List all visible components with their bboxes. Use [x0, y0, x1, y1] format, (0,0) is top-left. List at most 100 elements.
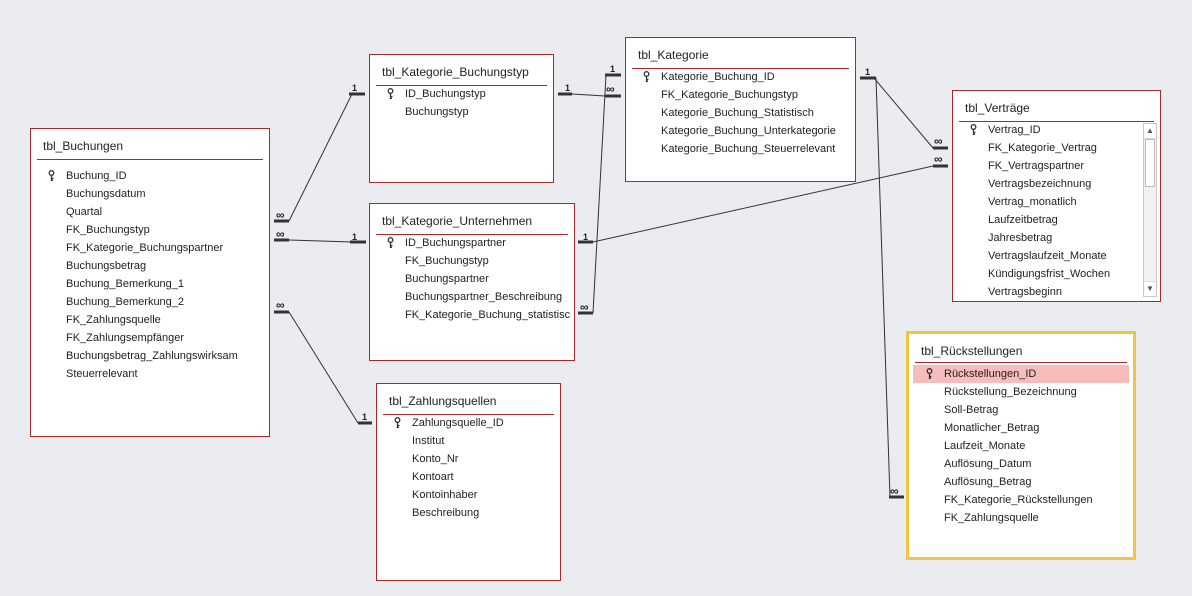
primary-key-icon [48, 170, 55, 181]
field-row[interactable]: FK_Kategorie_Buchungstyp [626, 86, 855, 104]
primary-key-field[interactable]: Kategorie_Buchung_ID [626, 68, 855, 86]
primary-key-field[interactable]: Zahlungsquelle_ID [377, 414, 560, 432]
scroll-up-arrow-icon[interactable]: ▲ [1144, 124, 1156, 139]
relation-line-buchungstyp[interactable] [288, 93, 353, 222]
table-title: tbl_Zahlungsquellen [389, 394, 497, 408]
scroll-down-arrow-icon[interactable]: ▼ [1144, 281, 1156, 296]
field-name: FK_Buchungstyp [405, 255, 489, 267]
rel-many-label: ∞ [606, 82, 615, 96]
field-row[interactable]: Vertragsbeginn [953, 283, 1140, 301]
field-row[interactable]: Jahresbetrag [953, 229, 1140, 247]
primary-key-icon [643, 71, 650, 82]
field-row[interactable]: Buchungspartner_Beschreibung [370, 288, 574, 306]
vertical-scrollbar[interactable]: ▲ ▼ [1143, 123, 1157, 297]
field-row[interactable]: FK_Zahlungsempfänger [31, 329, 269, 347]
relation-line-unternehmen-vertraege[interactable] [592, 165, 934, 243]
field-name: Rückstellungen_ID [944, 368, 1037, 380]
field-row[interactable]: Buchungsdatum [31, 185, 269, 203]
field-row[interactable]: FK_Kategorie_Vertrag [953, 139, 1140, 157]
field-row[interactable]: Konto_Nr [377, 450, 560, 468]
field-row[interactable]: Steuerrelevant [31, 365, 269, 383]
field-row[interactable]: Kündigungsfrist_Wochen [953, 265, 1140, 283]
field-name: FK_Zahlungsquelle [944, 512, 1039, 524]
rel-one-label: 1 [565, 83, 571, 93]
field-name: Vertrag_ID [988, 124, 1041, 136]
field-row[interactable]: Soll-Betrag [909, 401, 1133, 419]
field-row[interactable]: Buchungstyp [370, 103, 553, 121]
field-row[interactable]: FK_Vertragspartner [953, 157, 1140, 175]
field-name: Steuerrelevant [66, 368, 138, 380]
field-row[interactable]: Kategorie_Buchung_Unterkategorie [626, 122, 855, 140]
table-title: tbl_Rückstellungen [921, 344, 1023, 358]
field-name: ID_Buchungspartner [405, 237, 506, 249]
field-row[interactable]: Laufzeitbetrag [953, 211, 1140, 229]
field-row[interactable]: Kategorie_Buchung_Statistisch [626, 104, 855, 122]
field-row[interactable]: Institut [377, 432, 560, 450]
field-row[interactable]: FK_Zahlungsquelle [909, 509, 1133, 527]
field-name: Konto_Nr [412, 453, 459, 465]
field-name: Laufzeitbetrag [988, 214, 1058, 226]
field-row[interactable]: Vertragsbezeichnung [953, 175, 1140, 193]
table-divider [632, 68, 849, 69]
field-name: FK_Zahlungsquelle [66, 314, 161, 326]
scroll-thumb[interactable] [1145, 139, 1155, 187]
field-row[interactable]: FK_Buchungstyp [31, 221, 269, 239]
table-kategorie-unternehmen[interactable]: tbl_Kategorie_Unternehmen ID_Buchungspar… [369, 203, 575, 361]
relation-line-kategorie-rueckstellungen[interactable] [875, 77, 891, 498]
table-divider [37, 159, 263, 160]
field-row[interactable]: Buchung_Bemerkung_1 [31, 275, 269, 293]
field-row[interactable]: Kontoart [377, 468, 560, 486]
field-row[interactable]: Buchungspartner [370, 270, 574, 288]
primary-key-field[interactable]: ID_Buchungspartner [370, 234, 574, 252]
field-name: Buchungspartner_Beschreibung [405, 291, 563, 303]
field-row[interactable]: Buchungsbetrag [31, 257, 269, 275]
field-row[interactable]: Auflösung_Datum [909, 455, 1133, 473]
field-name: FK_Kategorie_Vertrag [988, 142, 1097, 154]
field-row[interactable]: Vertrag_monatlich [953, 193, 1140, 211]
primary-key-field[interactable]: ID_Buchungstyp [370, 85, 553, 103]
field-name: Rückstellung_Bezeichnung [944, 386, 1077, 398]
field-row[interactable]: Kategorie_Buchung_Steuerrelevant [626, 140, 855, 158]
primary-key-field[interactable]: Vertrag_ID [953, 121, 1140, 139]
relation-line-zahlungsquellen[interactable] [288, 311, 359, 424]
field-row[interactable]: Kontoinhaber [377, 486, 560, 504]
primary-key-field[interactable]: Rückstellungen_ID [913, 365, 1129, 383]
field-row[interactable]: FK_Zahlungsquelle [31, 311, 269, 329]
rel-many-label: ∞ [276, 298, 285, 312]
field-name: FK_Kategorie_Buchung_statistisc [405, 309, 571, 321]
field-name: Auflösung_Datum [944, 458, 1032, 470]
field-name: Institut [412, 435, 445, 447]
field-name: FK_Vertragspartner [988, 160, 1084, 172]
field-list: Rückstellungen_ID Rückstellung_Bezeichnun… [909, 365, 1133, 527]
field-name: Buchung_ID [66, 170, 127, 182]
field-row[interactable]: Laufzeit_Monate [909, 437, 1133, 455]
field-row[interactable]: FK_Kategorie_Buchung_statistisc [370, 306, 574, 324]
relation-line-kategorie-vertraege[interactable] [873, 77, 934, 149]
field-row[interactable]: Buchung_Bemerkung_2 [31, 293, 269, 311]
relation-line-unternehmen-kategorie[interactable] [592, 74, 607, 314]
field-name: FK_Kategorie_Rückstellungen [944, 494, 1093, 506]
relation-line-unternehmen[interactable] [288, 239, 353, 243]
field-row[interactable]: Buchungsbetrag_Zahlungswirksam [31, 347, 269, 365]
rel-many-label: ∞ [276, 227, 285, 241]
field-row[interactable]: FK_Kategorie_Rückstellungen [909, 491, 1133, 509]
table-divider [959, 121, 1154, 122]
table-title: tbl_Kategorie_Buchungstyp [382, 65, 529, 79]
field-row[interactable]: FK_Buchungstyp [370, 252, 574, 270]
field-name: ID_Buchungstyp [405, 88, 486, 100]
field-row[interactable]: Vertragslaufzeit_Monate [953, 247, 1140, 265]
table-zahlungsquellen[interactable]: tbl_Zahlungsquellen Zahlungsquelle_ID Ins… [376, 383, 561, 581]
field-row[interactable]: Auflösung_Betrag [909, 473, 1133, 491]
field-row[interactable]: FK_Kategorie_Buchungspartner [31, 239, 269, 257]
table-kategorie-buchungstyp[interactable]: tbl_Kategorie_Buchungstyp ID_Buchungstyp… [369, 54, 554, 183]
field-row[interactable]: Rückstellung_Bezeichnung [909, 383, 1133, 401]
field-row[interactable]: Beschreibung [377, 504, 560, 522]
field-row[interactable]: Monatlicher_Betrag [909, 419, 1133, 437]
relation-line-buchungstyp-kategorie[interactable] [571, 93, 606, 97]
primary-key-field[interactable]: Buchung_ID [31, 167, 269, 185]
field-row[interactable]: Quartal [31, 203, 269, 221]
